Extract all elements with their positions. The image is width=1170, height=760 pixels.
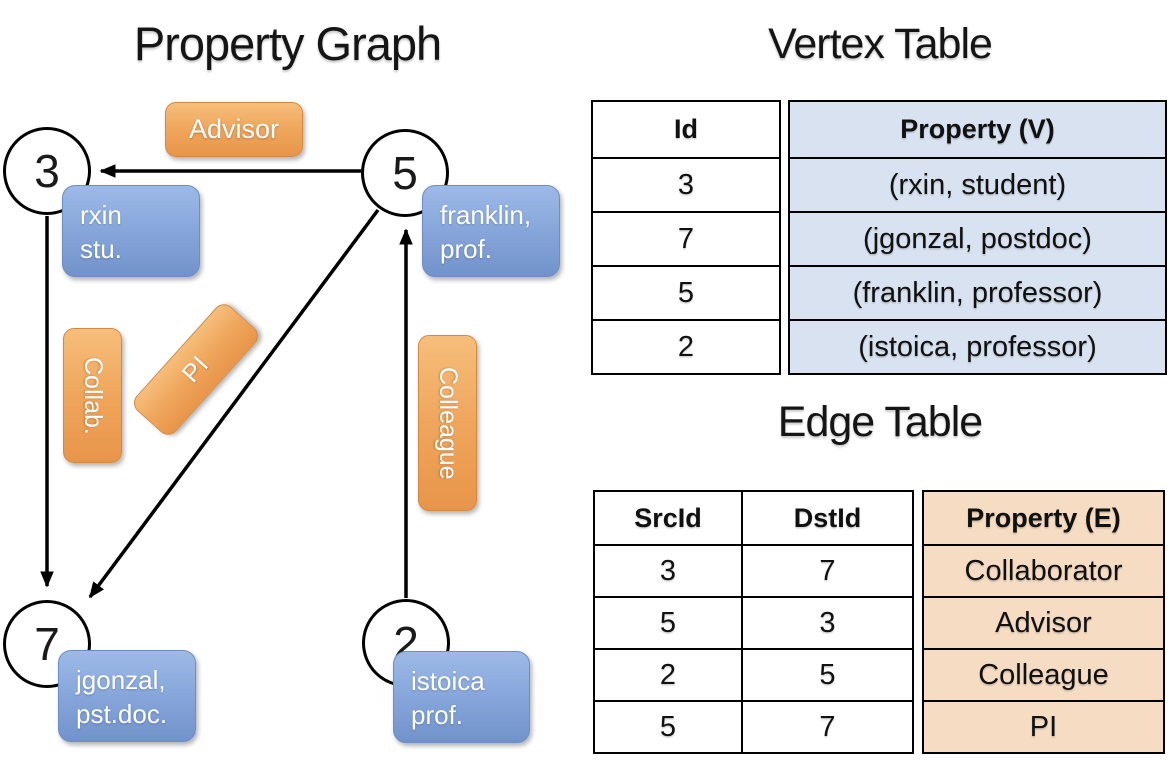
edge-table-srcid-cell: 3 (595, 544, 741, 596)
property-graph-title: Property Graph (133, 17, 442, 70)
edge-table-property-cell: PI (924, 700, 1163, 752)
graph-node-5: 5 (361, 129, 449, 217)
edge-arrow-pi-5-to-7 (88, 208, 380, 599)
edge-label-advisor: Advisor (165, 102, 303, 157)
edge-table-property-cell: Collaborator (924, 544, 1163, 596)
vertex-table-header-property: Property (V) (790, 102, 1165, 157)
edge-table-srcid-cell: 5 (595, 596, 741, 648)
vertex-table-id-cell: 5 (593, 265, 779, 319)
vertex-property-box-2-line2: prof. (411, 700, 464, 731)
vertex-property-box-3-line1: rxin (80, 200, 122, 230)
edge-table-header-srcid: SrcId (634, 502, 702, 533)
edge-table-property-cell: Advisor (924, 596, 1163, 648)
edge-table-srcid-cell: 5 (595, 700, 741, 752)
vertex-property-box-3: rxin stu. (62, 185, 200, 277)
edge-label-collab: Collab. (63, 328, 122, 463)
vertex-property-box-5-line1: franklin, (440, 200, 532, 230)
graph-node-3-id: 3 (34, 145, 60, 197)
edge-table-title: Edge Table (777, 398, 983, 446)
vertex-property-box-7-line2: pst.doc. (76, 699, 168, 730)
edge-table-dstid-cell: 7 (743, 544, 912, 596)
vertex-table-id-cell: 3 (593, 157, 779, 211)
edge-table-header-property: Property (E) (924, 492, 1163, 544)
vertex-table-header-id: Id (674, 114, 698, 144)
vertex-table-property-box: Property (V) (rxin, student) (jgonzal, p… (788, 100, 1167, 375)
vertex-table-property-cell: (rxin, student) (790, 157, 1165, 211)
vertex-property-box-5-line2: prof. (440, 234, 493, 265)
edge-label-colleague: Colleague (418, 335, 477, 511)
vertex-table-title: Vertex Table (768, 20, 993, 68)
edge-table-srcid-cell: 2 (595, 648, 741, 700)
vertex-property-box-5: franklin, prof. (422, 185, 560, 277)
edge-table-dstid-cell: 7 (743, 700, 912, 752)
vertex-property-box-2-line1: istoica (411, 666, 485, 696)
vertex-property-box-7: jgonzal, pst.doc. (58, 650, 196, 742)
vertex-property-box-2: istoica prof. (393, 651, 530, 743)
graph-node-5-id: 5 (392, 147, 418, 199)
vertex-table-property-cell: (istoica, professor) (790, 319, 1165, 373)
edge-table-header-dstid: DstId (793, 502, 862, 533)
edge-table-dstid-cell: 3 (743, 596, 912, 648)
graph-edges-canvas (40, 164, 413, 599)
edge-table-property-cell: Colleague (924, 648, 1163, 700)
vertex-table: Id 3 7 5 2 Property (V) (rxin, student) … (591, 100, 1167, 375)
vertex-property-box-3-line2: stu. (80, 234, 122, 265)
edge-table: SrcId 3 5 2 5 DstId 7 3 5 7 Property (E)… (593, 490, 1165, 754)
graph-node-7-id: 7 (34, 618, 60, 670)
vertex-table-property-cell: (franklin, professor) (790, 265, 1165, 319)
vertex-table-id-box: Id 3 7 5 2 (591, 100, 781, 375)
vertex-table-property-cell: (jgonzal, postdoc) (790, 211, 1165, 265)
vertex-property-box-7-line1: jgonzal, (76, 665, 166, 695)
edge-table-ids-box: SrcId 3 5 2 5 DstId 7 3 5 7 (593, 490, 914, 754)
edge-table-property-box: Property (E) Collaborator Advisor Collea… (922, 490, 1165, 754)
vertex-table-id-cell: 2 (593, 319, 779, 373)
edge-table-dstid-cell: 5 (743, 648, 912, 700)
property-graph-panel: Property Graph 3 5 7 2 Advisor Collab. P… (0, 0, 580, 760)
vertex-table-id-cell: 7 (593, 211, 779, 265)
